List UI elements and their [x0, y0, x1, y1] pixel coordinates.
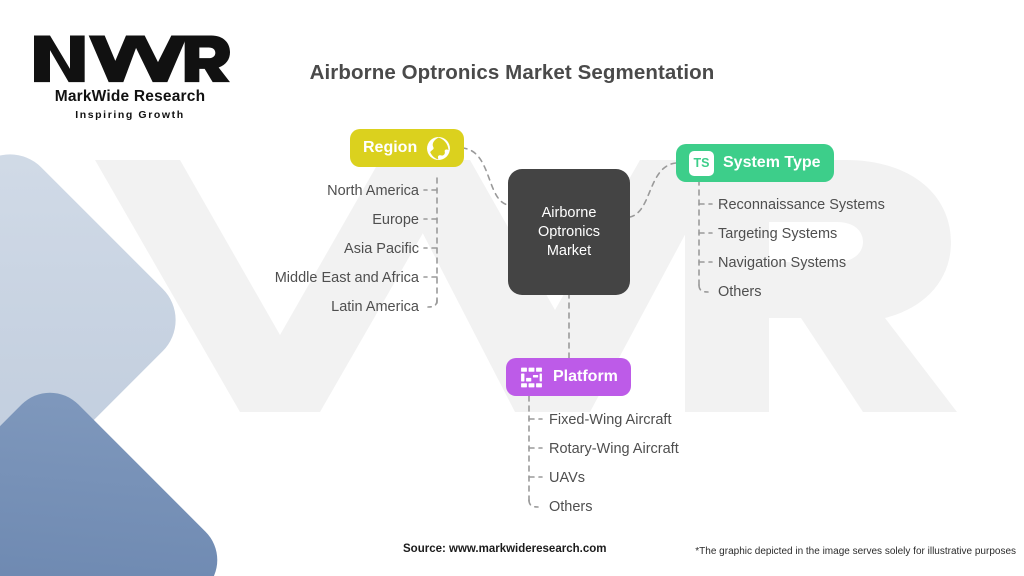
category-badge-region[interactable]: Region — [350, 129, 465, 167]
leaf-system-type-1: Reconnaissance Systems — [718, 197, 885, 213]
leaf-region-4: Middle East and Africa — [274, 270, 419, 286]
decorative-shape-dark — [0, 376, 234, 576]
logo-tagline: Inspiring Growth — [75, 109, 185, 121]
mwr-logo-mark-icon — [34, 35, 230, 83]
leaf-region-2: Europe — [372, 212, 419, 228]
leaf-system-type-2: Targeting Systems — [718, 226, 838, 242]
leaf-platform-1: Fixed-Wing Aircraft — [549, 412, 672, 428]
grid-layout-icon — [521, 367, 542, 387]
center-node-line-2: Optronics — [537, 223, 601, 240]
category-label-platform: Platform — [553, 368, 618, 385]
leaf-system-type-4: Others — [718, 284, 762, 300]
center-node-line-1: Airborne — [541, 204, 597, 221]
category-badge-platform[interactable]: Platform — [506, 358, 631, 396]
center-node-line-3: Market — [546, 242, 592, 259]
category-label-region: Region — [363, 139, 418, 156]
category-label-system-type: System Type — [723, 154, 821, 171]
center-node: Airborne Optronics Market — [508, 169, 630, 295]
leaf-platform-3: UAVs — [549, 470, 585, 486]
category-badge-system-type[interactable]: TS System Type — [676, 144, 834, 182]
leaf-region-1: North America — [327, 183, 419, 199]
leaf-region-5: Latin America — [331, 299, 419, 315]
globe-icon — [427, 136, 451, 160]
logo-company-name: MarkWide Research — [54, 88, 206, 105]
leaf-platform-2: Rotary-Wing Aircraft — [549, 441, 679, 457]
source-text: Source: www.markwideresearch.com — [403, 543, 607, 555]
leaf-platform-4: Others — [549, 499, 593, 515]
brand-logo: MarkWide Research Inspiring Growth — [30, 30, 230, 121]
leaf-region-3: Asia Pacific — [344, 241, 419, 257]
ts-badge-icon: TS — [689, 150, 714, 176]
disclaimer-text: *The graphic depicted in the image serve… — [695, 546, 1016, 557]
page-title: Airborne Optronics Market Segmentation — [309, 61, 715, 84]
leaf-system-type-3: Navigation Systems — [718, 255, 847, 271]
